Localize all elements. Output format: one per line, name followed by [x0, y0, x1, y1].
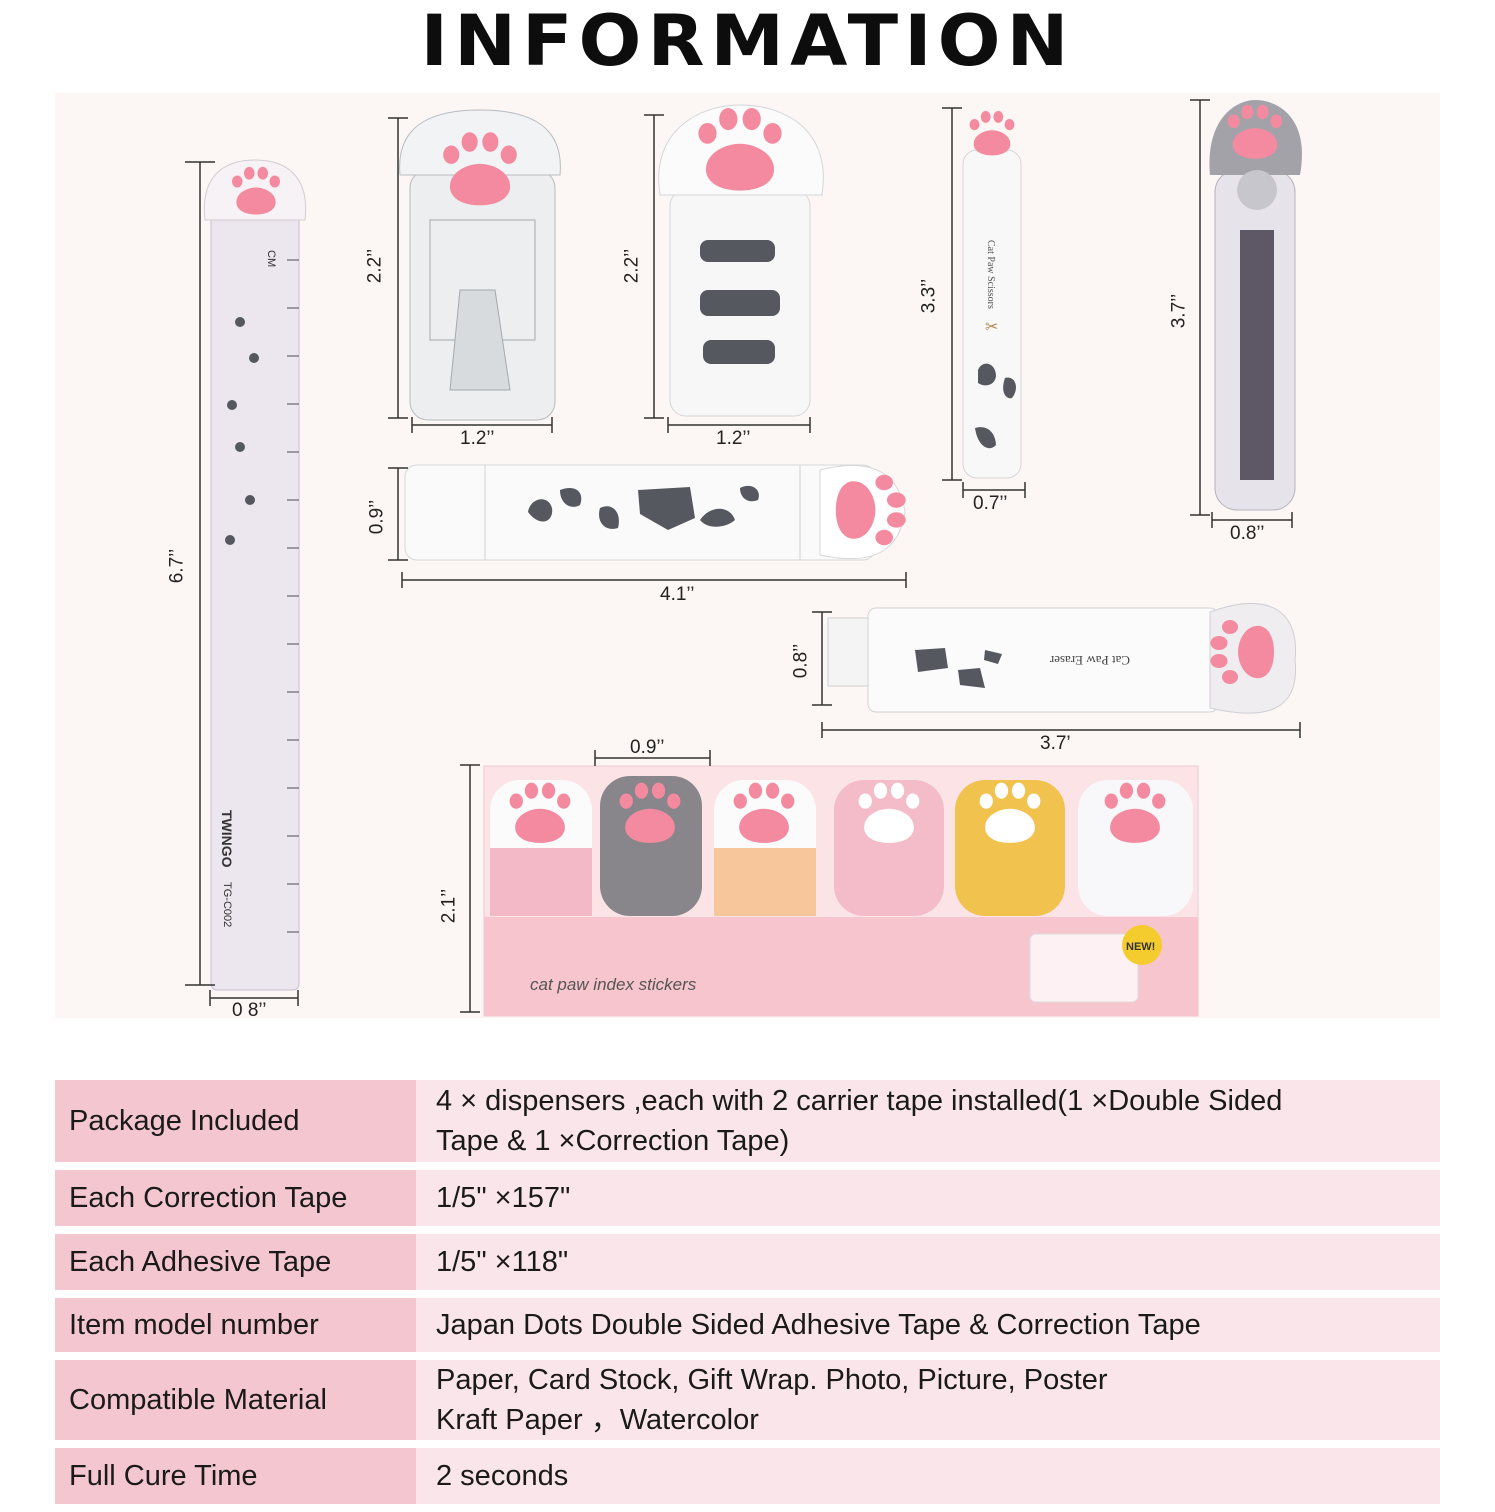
spec-key: Package Included: [55, 1080, 416, 1162]
eraser-height-label: 0.8’’: [790, 643, 812, 679]
spec-row: Package Included 4 × dispensers ,each wi…: [55, 1080, 1440, 1162]
dimension-lines: [185, 99, 1301, 1013]
sharpener-height-label: 2.2’’: [364, 248, 386, 284]
index-tab-4: [834, 780, 944, 916]
page-title: INFORMATION: [420, 0, 1075, 82]
spec-value-line: 1/5" ×118": [436, 1246, 569, 1278]
spec-value-line: Kraft Paper ，Watercolor: [436, 1404, 759, 1436]
spec-row: Compatible Material Paper, Card Stock, G…: [55, 1360, 1440, 1440]
spec-value: 4 × dispensers ,each with 2 carrier tape…: [416, 1080, 1440, 1162]
spec-value-line: 1/5" ×157": [436, 1182, 571, 1214]
spec-key: Each Correction Tape: [55, 1170, 416, 1226]
spec-key: Full Cure Time: [55, 1448, 416, 1504]
index-tab-6: [1078, 780, 1193, 916]
spec-value-line: Japan Dots Double Sided Adhesive Tape & …: [436, 1309, 1201, 1341]
spec-value: Japan Dots Double Sided Adhesive Tape & …: [416, 1298, 1440, 1352]
sharpener-width-label: 1.2’’: [460, 428, 495, 449]
spec-table: Package Included 4 × dispensers ,each wi…: [55, 1072, 1440, 1512]
spec-value-line: Tape & 1 ×Correction Tape): [436, 1125, 790, 1157]
index-tab-2: [600, 776, 702, 916]
highlighter-width-label: 4.1’’: [660, 584, 695, 605]
spec-value: Paper, Card Stock, Gift Wrap. Photo, Pic…: [416, 1360, 1440, 1440]
spec-value: 1/5" ×118": [416, 1234, 1440, 1290]
spec-row: Full Cure Time 2 seconds: [55, 1448, 1440, 1504]
spec-key: Item model number: [55, 1298, 416, 1352]
index-tab-1: [490, 780, 592, 916]
spec-key: Compatible Material: [55, 1360, 416, 1440]
eraser-width-label: 3.7’: [1040, 733, 1071, 754]
spec-key: Each Adhesive Tape: [55, 1234, 416, 1290]
highlighter-illustration: [404, 464, 906, 561]
tape-dispenser-illustration: [658, 104, 824, 417]
spec-value-line: 2 seconds: [436, 1460, 569, 1492]
spec-value: 1/5" ×157": [416, 1170, 1440, 1226]
product-illustrations: TWINGO TG-C002 CM Cat Paw Scissors ✂: [185, 99, 1302, 1017]
ruler-width-label: 0 8’’: [232, 1000, 267, 1021]
ruler-height-label: 6.7’’: [166, 548, 188, 584]
index-tab-width-label: 0.9’’: [630, 737, 665, 758]
scissors-icon: ✂: [985, 317, 998, 336]
spec-value: 2 seconds: [416, 1448, 1440, 1504]
index-tab-5: [955, 780, 1065, 916]
cutter-width-label: 0.8’’: [1230, 523, 1265, 544]
sharpener-illustration: [399, 109, 561, 421]
scissors-label: Cat Paw Scissors: [985, 240, 996, 309]
ruler-illustration: [203, 159, 307, 991]
index-stickers-height-label: 2.1’’: [438, 888, 460, 924]
spec-row: Each Correction Tape 1/5" ×157": [55, 1170, 1440, 1226]
spec-value-line: 4 × dispensers ,each with 2 carrier tape…: [436, 1085, 1283, 1117]
spec-row: Item model number Japan Dots Double Side…: [55, 1298, 1440, 1352]
tape-dispenser-width-label: 1.2’’: [716, 428, 751, 449]
index-tab-3: [714, 780, 816, 916]
ruler-brand: TWINGO: [219, 810, 235, 868]
scissors-illustration: [962, 110, 1022, 479]
tape-dispenser-height-label: 2.2’’: [621, 248, 643, 284]
ruler-unit-label: CM: [265, 250, 277, 267]
scissors-width-label: 0.7’’: [973, 493, 1008, 514]
ruler-model: TG-C002: [221, 882, 233, 927]
eraser-illustration: [827, 603, 1297, 714]
new-badge: NEW!: [1126, 941, 1155, 953]
scissors-height-label: 3.3’’: [918, 278, 940, 314]
spec-row: Each Adhesive Tape 1/5" ×118": [55, 1234, 1440, 1290]
highlighter-height-label: 0.9’’: [366, 499, 388, 535]
eraser-label: Cat Paw Eraser: [1049, 653, 1130, 668]
index-stickers-label: cat paw index stickers: [530, 975, 697, 994]
spec-value-line: Paper, Card Stock, Gift Wrap. Photo, Pic…: [436, 1364, 1108, 1396]
index-stickers-illustration: [483, 765, 1199, 1017]
cutter-height-label: 3.7’’: [1168, 293, 1190, 329]
cutter-illustration: [1209, 100, 1302, 511]
